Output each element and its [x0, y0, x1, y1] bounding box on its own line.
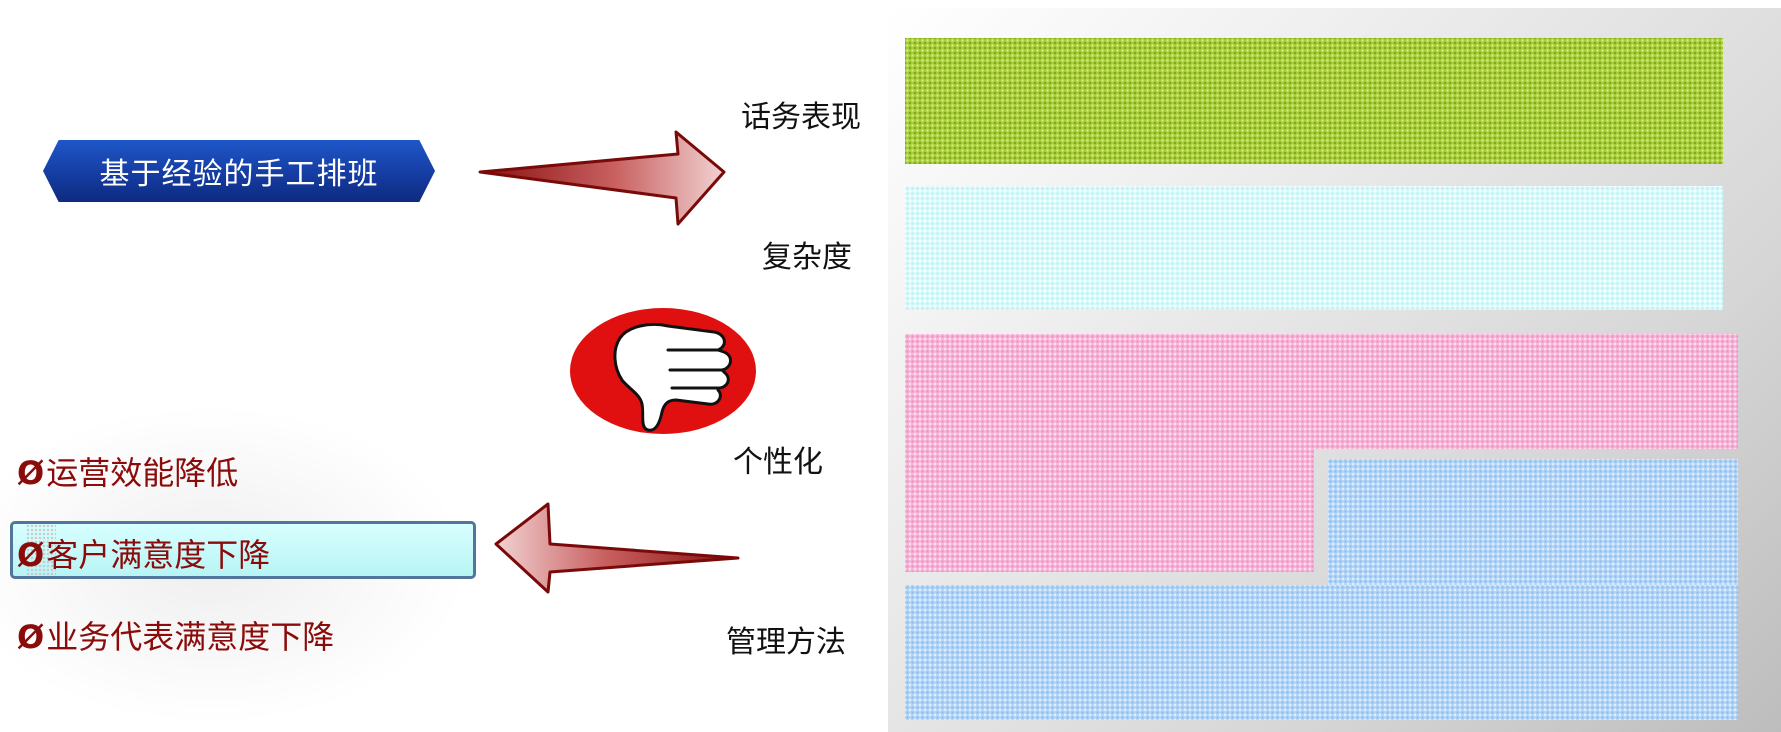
highlighted-consequence-box [10, 521, 476, 579]
complexity-band [905, 186, 1723, 310]
personalization-band-top [905, 334, 1738, 449]
right-arrow-icon [478, 130, 726, 226]
source-label-text: 基于经验的手工排班 [99, 157, 379, 192]
consequence-item-customer-satisfaction: Ø客户满意度下降 [17, 530, 270, 576]
consequence-text: 客户满意度下降 [46, 536, 271, 574]
performance-band [905, 38, 1723, 164]
bullet-icon: Ø [17, 454, 45, 492]
dimension-label-performance: 话务表现 [741, 100, 861, 135]
management-band-top [1328, 459, 1738, 585]
dimension-label-complexity: 复杂度 [762, 240, 852, 275]
dimension-label-personalization: 个性化 [733, 445, 823, 480]
consequence-item-agent-satisfaction: Ø业务代表满意度下降 [17, 612, 334, 658]
bullet-icon: Ø [17, 536, 45, 574]
left-arrow-icon [494, 502, 740, 594]
thumbs-down-icon [570, 308, 756, 434]
personalization-band-bottom [905, 449, 1314, 572]
bullet-icon: Ø [17, 618, 45, 656]
dimension-label-management: 管理方法 [726, 625, 846, 660]
source-label-hexagon: 基于经验的手工排班 [43, 140, 435, 202]
consequence-item-efficiency: Ø运营效能降低 [17, 448, 238, 494]
highlight-texture [26, 524, 56, 576]
management-band-bottom [905, 585, 1738, 720]
consequence-text: 运营效能降低 [46, 454, 239, 492]
consequence-text: 业务代表满意度下降 [46, 618, 335, 656]
